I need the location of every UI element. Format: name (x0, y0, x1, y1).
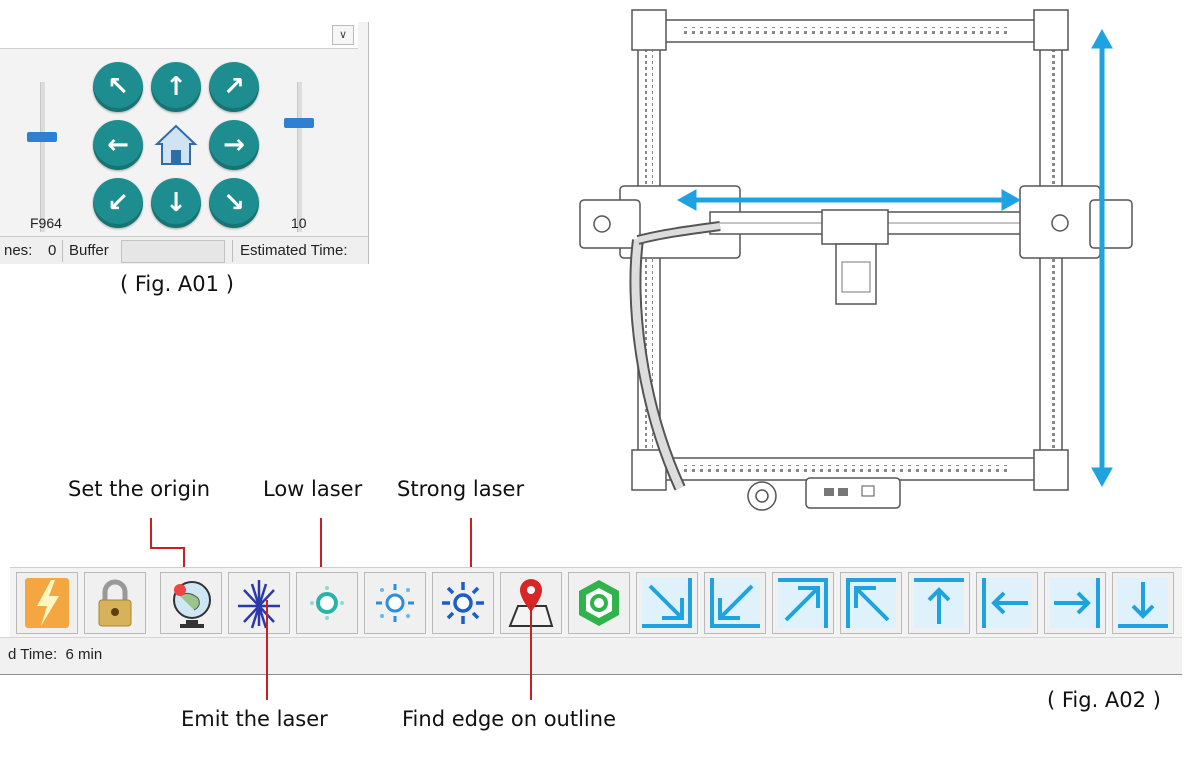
step-value: 10 (291, 215, 307, 231)
leader-line-emit-laser (266, 600, 268, 700)
hexagon-frame-icon (579, 580, 619, 626)
strong-laser-icon (442, 582, 484, 624)
leader-line-find-edge (530, 604, 532, 700)
feed-value: F964 (30, 215, 62, 231)
estimated-time-text: d Time: 6 min (8, 646, 103, 663)
step-slider-track[interactable] (297, 82, 302, 232)
move-right-icon (1050, 578, 1100, 628)
move-left-button[interactable] (976, 572, 1038, 634)
jog-up-button[interactable]: ↑ (151, 62, 201, 112)
lines-value: 0 (48, 242, 57, 259)
move-left-icon (982, 578, 1032, 628)
jog-down-left-button[interactable]: ↙ (93, 178, 143, 228)
fig-a01-caption: ( Fig. A01 ) (120, 272, 234, 296)
laser-toolbar (10, 567, 1182, 638)
lightning-icon (25, 578, 69, 628)
status-divider (232, 240, 233, 262)
move-up-left-icon (846, 578, 896, 628)
leader-line-low-laser (320, 518, 322, 578)
globe-origin-icon (173, 581, 211, 628)
a02-status-bar: d Time: 6 min (0, 637, 1182, 675)
feed-slider-track[interactable] (40, 82, 45, 232)
jog-left-button[interactable]: ← (93, 120, 143, 170)
jog-up-right-button[interactable]: ↗ (209, 62, 259, 112)
lock-button[interactable] (84, 572, 146, 634)
hexagon-frame-button[interactable] (568, 572, 630, 634)
chevron-down-icon[interactable]: ∨ (332, 25, 354, 45)
low-laser-button[interactable] (296, 572, 358, 634)
laser-emit-icon (238, 580, 280, 629)
move-top-button[interactable] (908, 572, 970, 634)
move-right-button[interactable] (1044, 572, 1106, 634)
jog-down-right-button[interactable]: ↘ (209, 178, 259, 228)
move-down-left-icon (710, 578, 760, 628)
low-laser-icon (310, 586, 344, 620)
lightning-button[interactable] (16, 572, 78, 634)
lock-icon (98, 579, 132, 627)
move-top-icon (914, 578, 964, 628)
medium-laser-button[interactable] (364, 572, 426, 634)
a01-status-bar: nes: 0 Buffer Estimated Time: (0, 236, 368, 264)
jog-right-button[interactable]: → (209, 120, 259, 170)
move-bottom-button[interactable] (1112, 572, 1174, 634)
move-bottom-icon (1118, 578, 1168, 628)
move-down-right-button[interactable] (636, 572, 698, 634)
callout-strong-laser: Strong laser (397, 477, 525, 501)
fig-a01-panel: ∨ F964 10 ↖ ↑ ↗ ← → ↙ ↓ ↘ nes: 0 Buffer … (0, 22, 369, 264)
callout-emit-laser: Emit the laser (181, 707, 328, 731)
callout-find-edge: Find edge on outline (402, 707, 616, 731)
leader-line-strong-laser (470, 518, 472, 586)
set-origin-button[interactable] (160, 572, 222, 634)
leader-line-set-origin (150, 518, 152, 548)
emit-laser-button[interactable] (228, 572, 290, 634)
laser-engraver-frame-diagram (570, 0, 1140, 520)
step-slider-thumb[interactable] (284, 118, 314, 128)
move-down-left-button[interactable] (704, 572, 766, 634)
callout-set-origin: Set the origin (68, 477, 211, 501)
callout-low-laser: Low laser (263, 477, 363, 501)
home-icon[interactable] (151, 120, 201, 170)
status-divider (62, 240, 63, 262)
feed-slider-thumb[interactable] (27, 132, 57, 142)
jog-down-button[interactable]: ↓ (151, 178, 201, 228)
move-down-right-icon (642, 578, 692, 628)
fig-a02-caption: ( Fig. A02 ) (1047, 688, 1161, 712)
move-up-right-button[interactable] (772, 572, 834, 634)
mode-dropdown[interactable]: ∨ (0, 22, 358, 49)
strong-laser-button[interactable] (432, 572, 494, 634)
move-up-right-icon (778, 578, 828, 628)
leader-line-set-origin (150, 547, 184, 549)
buffer-progress-bar (121, 240, 225, 263)
medium-laser-icon (376, 584, 414, 622)
estimated-time-label: Estimated Time: (240, 242, 348, 259)
buffer-label: Buffer (69, 242, 109, 259)
jog-up-left-button[interactable]: ↖ (93, 62, 143, 112)
move-up-left-button[interactable] (840, 572, 902, 634)
lines-label: nes: (4, 242, 33, 259)
